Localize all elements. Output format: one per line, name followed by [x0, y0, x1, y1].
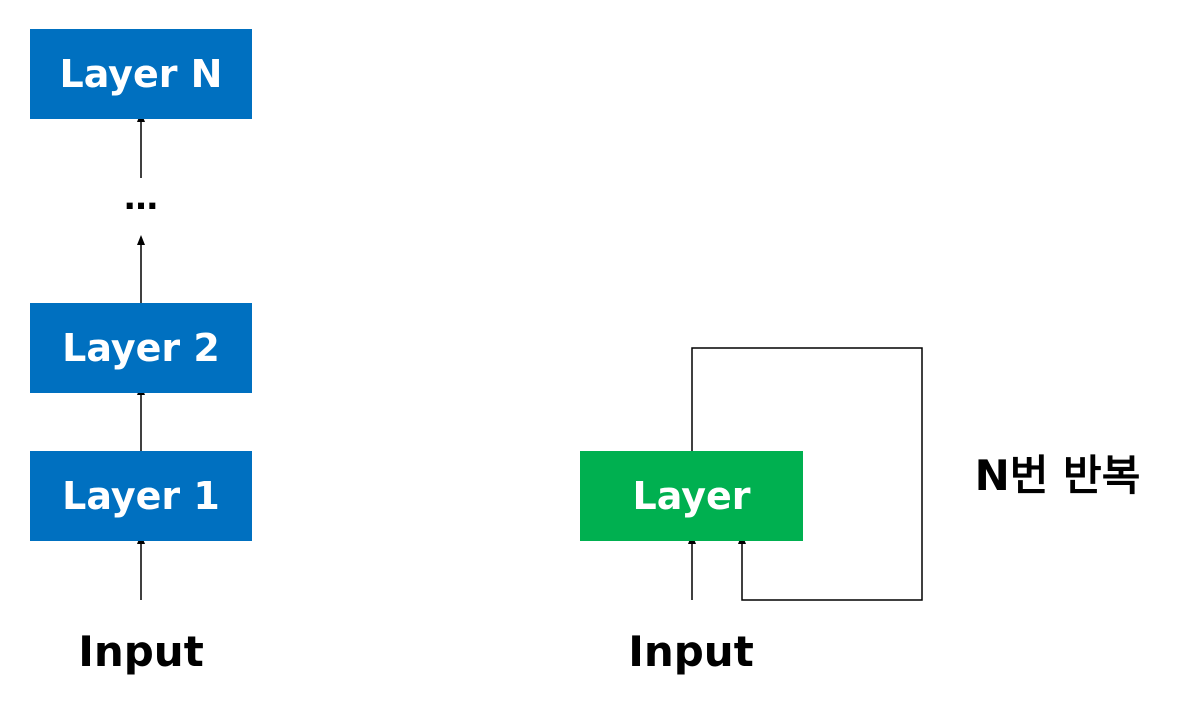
repeat-label: N번 반복: [974, 451, 1141, 500]
right-input-label: Input: [628, 627, 754, 676]
layer-n-label: Layer N: [59, 52, 223, 96]
recurrent-layer-label: Layer: [632, 474, 751, 518]
feedback-loop: [691, 347, 923, 601]
layer-1-box: Layer 1: [30, 451, 252, 541]
layer-2-label: Layer 2: [62, 326, 220, 370]
recurrent-layer-box: Layer: [580, 451, 803, 541]
ellipsis: …: [124, 178, 158, 218]
left-input-label: Input: [78, 627, 204, 676]
layer-2-box: Layer 2: [30, 303, 252, 393]
layer-1-label: Layer 1: [62, 474, 220, 518]
layer-n-box: Layer N: [30, 29, 252, 119]
